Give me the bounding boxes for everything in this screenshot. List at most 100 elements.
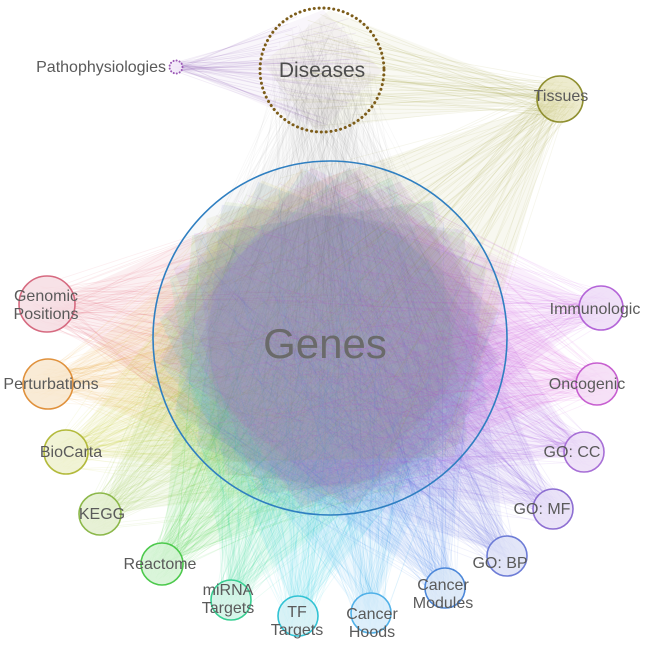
edge-line [260,107,303,340]
node-go_bp[interactable] [486,535,528,577]
node-tissues[interactable] [536,75,584,123]
edge-line [339,346,516,549]
edge-line [53,203,406,294]
edge-line [347,112,395,436]
edge-line [36,291,432,331]
edge-line [295,105,361,493]
edge-line [231,277,360,611]
edge-line [425,98,573,289]
edge-line [303,357,344,621]
edge-line [296,95,362,376]
node-genomic_positions[interactable] [18,275,76,333]
edge-line [197,299,595,458]
node-genes[interactable] [152,160,508,516]
edge-line [176,46,376,63]
edge-line [44,222,236,297]
edge-line [357,297,514,553]
node-cancer_hoods[interactable] [350,592,392,634]
edge-line [163,285,465,578]
edge-line [405,304,586,449]
edge-line [221,363,227,609]
node-diseases[interactable] [258,6,386,134]
edge-line [295,265,447,598]
edge-line [174,70,328,77]
edge-line [318,19,376,328]
edge-line [25,299,332,507]
edge-line [159,479,415,560]
edge-line [310,178,342,608]
edge-line [108,408,452,517]
edge-line [175,61,375,64]
edge-line [94,480,367,502]
edge-line [104,432,307,514]
edge-line [449,391,458,590]
edge-line [434,265,586,373]
edge-line [197,268,539,505]
edge-line [221,406,311,596]
edge-line [280,237,383,626]
edge-line [58,372,457,386]
edge-line [318,31,357,320]
edge-line [350,82,395,333]
edge-line [199,61,305,301]
node-reactome[interactable] [140,542,184,586]
edge-line [32,296,426,395]
edge-line [259,222,382,624]
edge-line [233,38,353,443]
node-kegg[interactable] [78,492,122,536]
edge-line [56,380,412,416]
edge-line [44,189,344,395]
node-go_mf[interactable] [532,488,574,530]
node-pathophysiologies[interactable] [168,59,184,75]
edge-line [303,486,310,612]
edge-line [296,88,307,196]
edge-line [270,281,380,624]
edge-line [338,82,568,84]
edge-line [277,382,548,507]
node-go_cc[interactable] [563,431,605,473]
label-go_bp: GO: BP [472,555,527,572]
edge-line [336,67,347,443]
edge-line [383,329,514,570]
edge-line [366,176,608,305]
node-oncogenic[interactable] [575,362,619,406]
edge-line [223,346,500,549]
edge-line [69,297,480,463]
edge-line [73,444,304,490]
edge-line [47,391,326,401]
node-biocarta[interactable] [43,429,89,475]
edge-line [61,299,342,436]
edge-line [91,184,393,524]
edge-line [85,455,304,515]
edge-line [152,396,372,557]
node-cancer_modules[interactable] [424,567,466,609]
edge-line [199,21,340,245]
edge-line [29,264,320,316]
edge-line [257,102,352,412]
edge-line [171,426,390,571]
edge-line [374,264,430,627]
edge-line [158,299,284,556]
edge-line [309,193,396,611]
edge-line [223,258,430,606]
edge-line [171,63,310,80]
node-immunologic[interactable] [578,285,624,331]
edge-line [357,331,374,600]
node-tf_targets[interactable] [277,595,319,637]
edge-line [263,389,287,607]
edge-line [269,345,551,509]
edge-line [217,237,559,504]
edge-line [288,254,371,614]
edge-line [364,84,435,278]
edge-line [110,436,371,515]
edge-line [315,219,583,380]
edge-line [280,92,543,214]
edge-line [32,307,375,482]
edge-bundle-go_cc-genes [173,172,601,499]
edge-line [53,212,379,450]
node-perturbations[interactable] [22,358,74,410]
node-mirna_targets[interactable] [210,579,252,621]
edge-line [285,87,573,430]
edge-line [320,448,570,470]
edge-line [38,290,274,397]
